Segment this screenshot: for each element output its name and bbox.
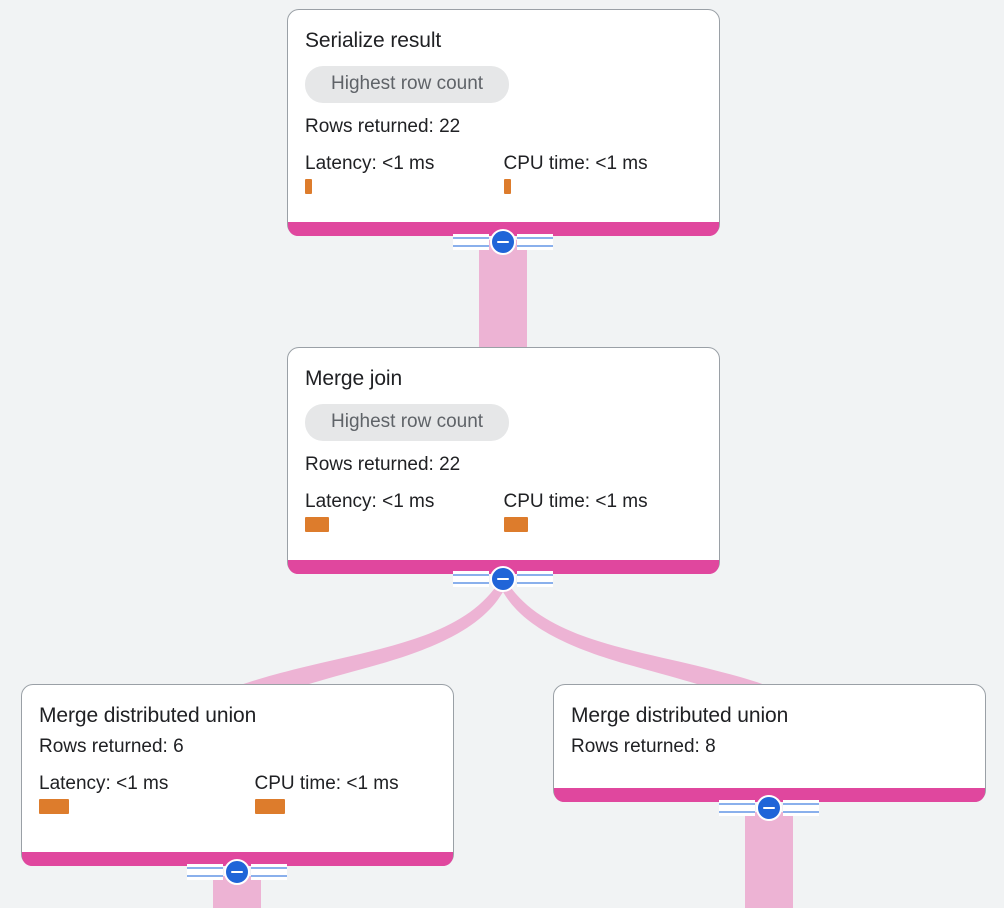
cpu-time-label: CPU time: <1 ms: [254, 773, 399, 794]
minus-icon[interactable]: [490, 566, 516, 592]
flow-serialize-to-mergejoin: [479, 240, 527, 350]
latency-bar: [305, 179, 312, 194]
metric-latency: Latency: <1 ms: [39, 772, 238, 814]
node-merge-distributed-union-right[interactable]: Merge distributed union Rows returned: 8: [553, 684, 986, 821]
node-serialize-result[interactable]: Serialize result Highest row count Rows …: [287, 9, 720, 255]
highest-row-count-badge: Highest row count: [305, 66, 510, 103]
collapse-toggle-merge-join[interactable]: [453, 565, 553, 593]
rows-returned-text: Rows returned: 22: [305, 116, 461, 137]
metrics-row: Latency: <1 ms CPU time: <1 ms: [39, 772, 436, 814]
minus-icon[interactable]: [756, 795, 782, 821]
cpu-time-bar: [503, 179, 511, 194]
latency-label: Latency: <1 ms: [305, 491, 435, 512]
toggle-rails: [187, 864, 287, 880]
metric-latency: Latency: <1 ms: [305, 152, 504, 194]
flow-right-union-down: [745, 812, 793, 908]
flow-mergejoin-to-left-union-band: [212, 585, 506, 700]
collapse-toggle-merge-distributed-union-right[interactable]: [719, 794, 819, 822]
toggle-rail-right: [783, 800, 819, 816]
latency-label: Latency: <1 ms: [305, 153, 435, 174]
metric-cpu-time: CPU time: <1 ms: [238, 772, 437, 814]
node-title: Merge distributed union: [39, 704, 257, 727]
node-card[interactable]: Merge distributed union Rows returned: 6…: [21, 684, 454, 866]
toggle-rails: [453, 234, 553, 250]
node-merge-distributed-union-left[interactable]: Merge distributed union Rows returned: 6…: [21, 684, 454, 885]
node-title: Merge distributed union: [571, 704, 789, 727]
toggle-rail-right: [517, 234, 553, 250]
toggle-rail-left: [453, 571, 489, 587]
metric-cpu-time: CPU time: <1 ms: [503, 152, 703, 194]
node-card[interactable]: Merge join Highest row count Rows return…: [287, 347, 720, 574]
collapse-toggle-merge-distributed-union-left[interactable]: [187, 858, 287, 886]
node-title: Merge join: [305, 367, 403, 390]
toggle-rail-right: [251, 864, 287, 880]
node-title: Serialize result: [305, 29, 442, 52]
node-merge-join[interactable]: Merge join Highest row count Rows return…: [287, 347, 720, 592]
node-card[interactable]: Serialize result Highest row count Rows …: [287, 9, 720, 236]
minus-icon[interactable]: [224, 859, 250, 885]
toggle-rail-left: [453, 234, 489, 250]
latency-bar: [39, 799, 69, 814]
toggle-rail-left: [719, 800, 755, 816]
cpu-time-bar: [503, 517, 528, 532]
flow-mergejoin-to-right-union-band: [500, 585, 794, 700]
metrics-row: Latency: <1 ms CPU time: <1 ms: [305, 152, 702, 194]
metrics-row: Latency: <1 ms CPU time: <1 ms: [305, 490, 702, 532]
toggle-rails: [453, 571, 553, 587]
collapse-toggle-serialize-result[interactable]: [453, 228, 553, 256]
latency-label: Latency: <1 ms: [39, 773, 169, 794]
rows-returned-text: Rows returned: 8: [571, 736, 716, 757]
latency-bar: [305, 517, 329, 532]
node-card[interactable]: Merge distributed union Rows returned: 8: [553, 684, 986, 802]
minus-icon[interactable]: [490, 229, 516, 255]
toggle-rail-right: [517, 571, 553, 587]
metric-latency: Latency: <1 ms: [305, 490, 504, 532]
metric-cpu-time: CPU time: <1 ms: [503, 490, 703, 532]
toggle-rails: [719, 800, 819, 816]
cpu-time-label: CPU time: <1 ms: [503, 153, 648, 174]
cpu-time-bar: [254, 799, 285, 814]
cpu-time-label: CPU time: <1 ms: [503, 491, 648, 512]
rows-returned-text: Rows returned: 22: [305, 454, 461, 475]
rows-returned-text: Rows returned: 6: [39, 736, 184, 757]
highest-row-count-badge: Highest row count: [305, 404, 510, 441]
toggle-rail-left: [187, 864, 223, 880]
